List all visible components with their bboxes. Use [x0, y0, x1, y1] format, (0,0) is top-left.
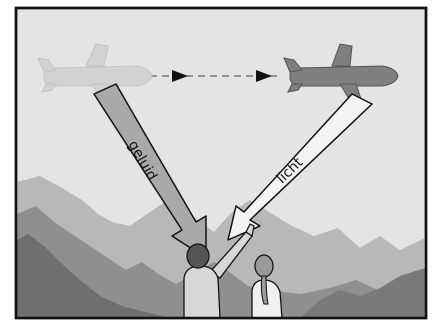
man-head	[187, 244, 209, 268]
man-body	[184, 266, 220, 318]
girl-head	[255, 255, 273, 277]
